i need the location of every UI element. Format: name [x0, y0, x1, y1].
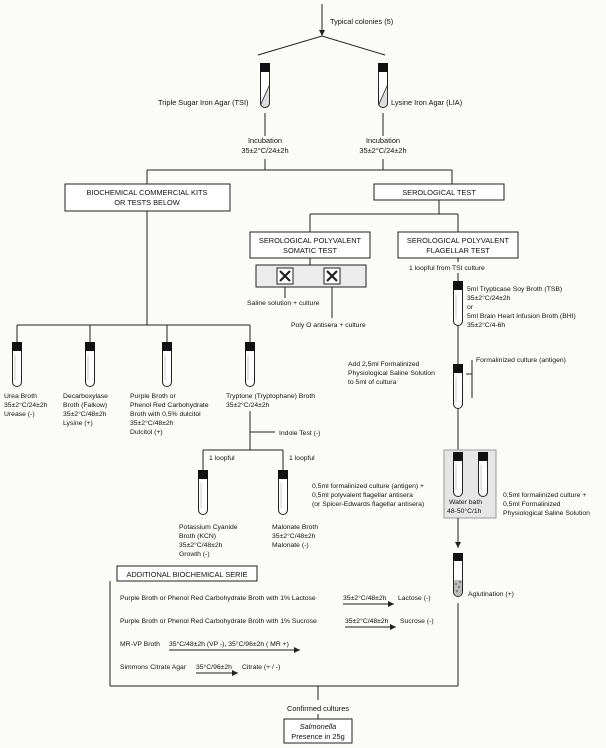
somatic-test-title: SEROLOGICAL POLYVALENT: [259, 236, 362, 245]
water-bath-condition: 48-50°C/1h: [447, 507, 482, 515]
agglutination-result: Aglutination (+): [468, 591, 514, 598]
lactose-result: Lactose (-): [398, 595, 430, 602]
serological-test-title: SEROLOGICAL TEST: [402, 188, 476, 197]
loopful-tsi-label: 1 loopful from TSI culture: [409, 265, 485, 272]
tsb-or: or: [467, 304, 474, 311]
purple-broth-label-2: Phenol Red Carbohydrate: [130, 402, 209, 409]
salmonella-result-box: [283, 718, 353, 744]
decarboxylase-label: Decarboxylase: [63, 393, 108, 400]
flagellar-mix-line3: (or Spicer-Edwards flagellar antisera): [312, 501, 424, 508]
biochemical-kits-subtitle: OR TESTS BELOW: [114, 198, 180, 207]
decarboxylase-result: Lysine (+): [63, 420, 93, 427]
somatic-test-subtitle: SOMATIC TEST: [283, 246, 337, 255]
simmons-result: Citrate (+ / -): [242, 664, 280, 671]
control-mix-line2: 0,5ml Formalinized: [503, 501, 561, 508]
confirmed-cultures-label: Confirmed cultures: [287, 704, 349, 713]
control-mix-line1: 0,5ml formalinized culture +: [503, 492, 586, 499]
sucrose-medium: Purple Broth or Phenol Red Carbohydrate …: [120, 618, 317, 625]
sucrose-condition: 35±2°C/48±2h: [345, 617, 389, 625]
slide-agglutination-icon: [255, 264, 367, 288]
urea-result: Urease (-): [4, 411, 35, 418]
tsb-tube-icon: [452, 280, 464, 326]
typical-colonies-label: Typical colonies (5): [330, 17, 393, 26]
malonate-result: Malonate (-): [272, 542, 309, 549]
formalinized-culture-label: Formalinized culture (antigen): [476, 357, 566, 364]
decarboxylase-label-2: Broth (Falkow): [63, 402, 107, 409]
lia-incubation-label: Incubation: [366, 136, 400, 145]
simmons-medium: Simmons Citrate Agar: [120, 664, 187, 671]
decarboxylase-tube-icon: [84, 341, 96, 387]
tsi-label: Triple Sugar Iron Agar (TSI): [158, 98, 249, 107]
tsb-condition: 35±2°C/24±2h: [467, 294, 511, 302]
lia-label: Lysine Iron Agar (LIA): [391, 98, 462, 107]
lia-slant-tube-icon: [377, 62, 389, 108]
urea-tube-icon: [11, 341, 23, 387]
agglutination-tube-icon: [453, 553, 463, 597]
lactose-condition: 35±2°C/48±2h: [343, 594, 387, 602]
tsi-incubation-label: Incubation: [248, 136, 282, 145]
water-bath-label: Water bath: [449, 499, 482, 506]
flagellar-test-title: SEROLOGICAL POLYVALENT: [407, 236, 510, 245]
tryptone-label: Tryptone (Tryptophane) Broth: [226, 393, 315, 400]
additional-series-box: [116, 565, 258, 582]
purple-broth-label: Purple Broth or: [130, 393, 176, 400]
simmons-condition: 35°C/96±2h: [196, 663, 232, 671]
formalin-step-line2: Physiological Saline Solution: [348, 370, 435, 377]
presence-label: Presence in 25g: [291, 732, 344, 741]
malonate-tube-icon: [277, 469, 289, 515]
mrvp-condition-result: 35°C/48±2h (VP -), 35°C/96±2h ( MR +): [169, 640, 289, 648]
poly-o-label: Poly O antisera + culture: [291, 322, 366, 329]
tryptone-condition: 35±2°C/24±2h: [226, 401, 270, 409]
loopful-kcn-label: 1 loopful: [209, 455, 235, 462]
flagellar-test-box: [397, 231, 519, 259]
malonate-label: Malonate Broth: [272, 524, 318, 531]
purple-broth-result: Dulcitol (+): [130, 429, 163, 436]
biochemical-kits-title: BIOCHEMICAL COMMERCIAL KITS: [86, 188, 207, 197]
test-tube-icon: [452, 451, 464, 497]
urea-condition: 35±2°C/24±2h: [4, 401, 48, 409]
saline-culture-label: Saline solution + culture: [247, 300, 320, 307]
purple-broth-label-3: Broth with 0,5% dulcitol: [130, 411, 201, 418]
malonate-condition: 35±2°C/48±2h: [272, 532, 316, 540]
kcn-label: Potassium Cyanide: [179, 524, 238, 531]
kcn-condition: 35±2°C/48±2h: [179, 541, 223, 549]
mrvp-medium: MR-VP Broth: [120, 641, 160, 648]
urea-label: Urea Broth: [4, 393, 37, 400]
tsb-label: 5ml Trypticase Soy Broth (TSB): [467, 286, 562, 293]
purple-broth-condition: 35±2°C/48±2h: [130, 419, 174, 427]
sucrose-result: Sucrose (-): [400, 618, 434, 625]
tsi-slant-tube-icon: [259, 62, 271, 108]
flagellar-mix-line1: 0,5ml formalinized culture (antigen) +: [312, 483, 424, 490]
tsi-incubation-condition: 35±2°C/24±2h: [241, 146, 288, 155]
kcn-result: Growth (-): [179, 551, 210, 558]
flagellar-test-subtitle: FLAGELLAR TEST: [426, 246, 490, 255]
formalinized-tube-icon: [452, 363, 464, 409]
indole-result: Indole Test (-): [279, 430, 320, 437]
bhi-label: 5ml Brain Heart Infusion Broth (BHI): [467, 313, 576, 320]
control-mix-line3: Physiological Saline Solution: [503, 510, 590, 517]
decarboxylase-condition: 35±2°C/48±2h: [63, 410, 107, 418]
purple-broth-tube-icon: [161, 341, 173, 387]
formalin-step-line3: to 5ml of cultura: [348, 379, 397, 386]
kcn-label-2: Broth (KCN): [179, 533, 216, 540]
salmonella-label: Salmonella: [300, 722, 337, 731]
somatic-test-box: [249, 231, 371, 259]
kcn-tube-icon: [197, 469, 209, 515]
lactose-medium: Purple Broth or Phenol Red Carbohydrate …: [120, 595, 316, 602]
bhi-condition: 35±2°C/4-6h: [467, 321, 505, 329]
tryptone-tube-icon: [244, 341, 256, 387]
flagellar-mix-line2: 0,5ml polyvalent flagellar antisera: [312, 492, 413, 499]
biochemical-kits-box: [64, 183, 231, 212]
formalin-step-line1: Add 2,5ml Formalinized: [348, 361, 420, 368]
lia-incubation-condition: 35±2°C/24±2h: [359, 146, 406, 155]
additional-series-title: ADDITIONAL BIOCHEMICAL SERIE: [126, 570, 247, 579]
control-tube-icon: [477, 451, 489, 497]
loopful-malonate-label: 1 loopful: [289, 455, 315, 462]
